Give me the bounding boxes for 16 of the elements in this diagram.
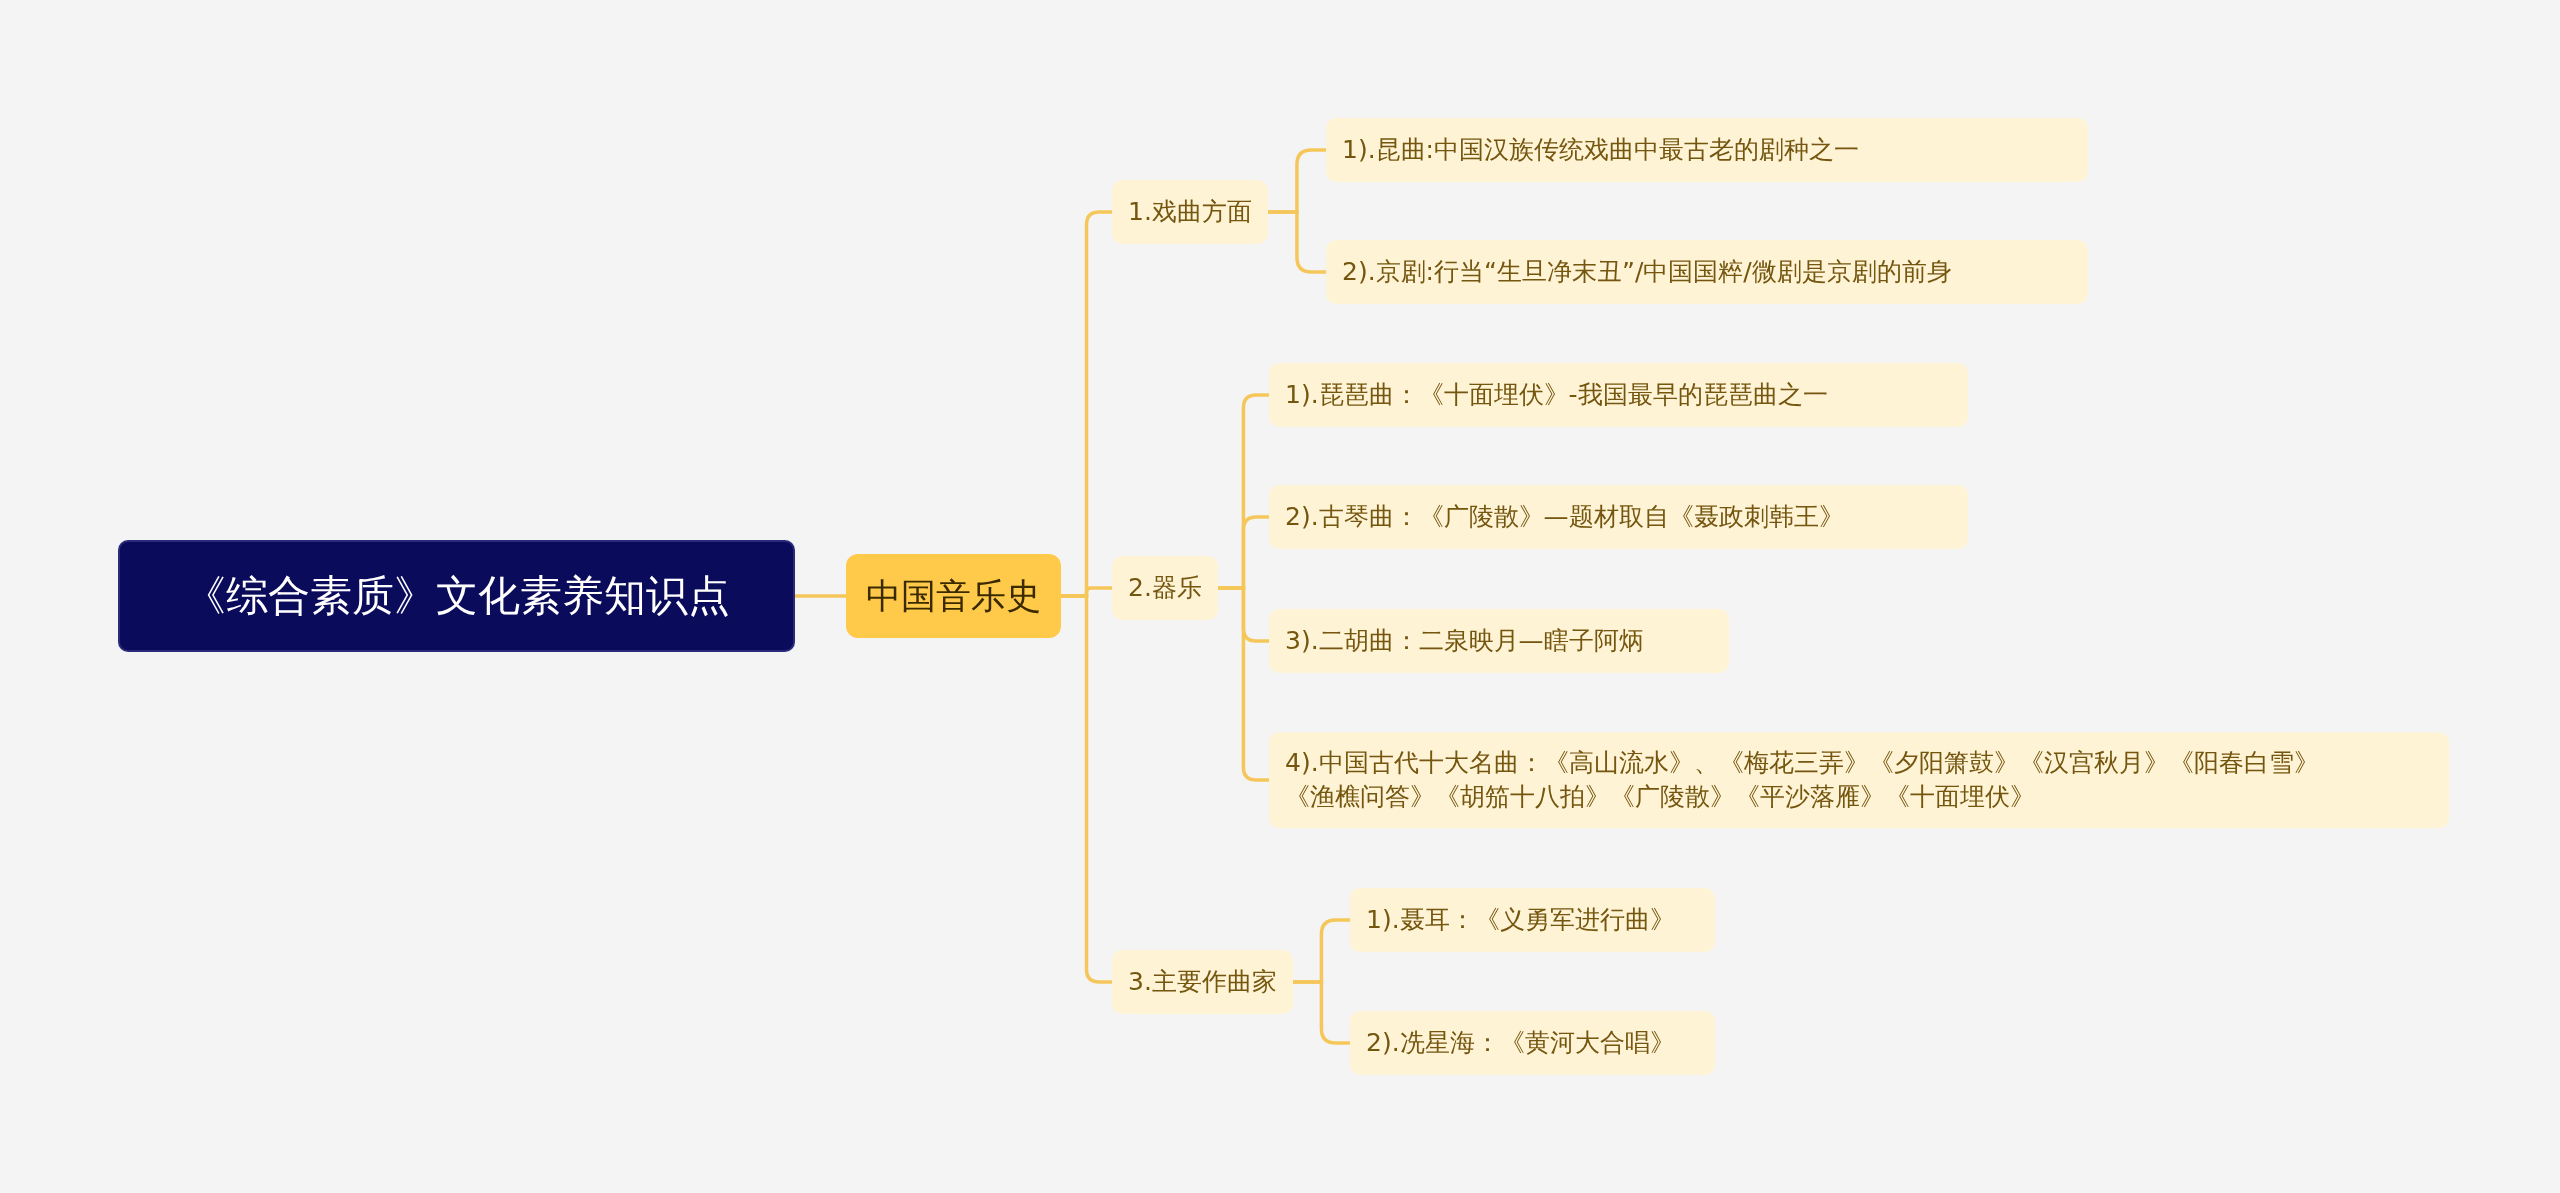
topic-box: 1).聂耳：《义勇军进行曲》 [1350, 888, 1715, 952]
connector-line [1217, 586, 1269, 782]
topic-box: 1).昆曲:中国汉族传统戏曲中最古老的剧种之一 [1326, 118, 2088, 182]
topic-box: 2).京剧:行当“生旦净末丑”/中国国粹/微剧是京剧的前身 [1326, 240, 2088, 304]
topic-box: 4).中国古代十大名曲：《高山流水》、《梅花三弄》《夕阳箫鼓》《汉宫秋月》《阳春白雪》《渔樵问答》《胡笳十八拍》《广陵散》《平沙落雁》《十面埋伏》 [1269, 732, 2449, 828]
topic-box: 2.器乐 [1112, 556, 1218, 620]
topic-box: 2).古琴曲：《广陵散》—题材取自《聂政刺韩王》 [1269, 485, 1968, 549]
root-topic-box: 《综合素质》文化素养知识点 [118, 540, 795, 652]
connector-line [1061, 594, 1112, 984]
main-topic-box: 中国音乐史 [846, 554, 1061, 638]
connector-line [795, 594, 846, 598]
topic-box: 2).冼星海：《黄河大合唱》 [1350, 1011, 1715, 1075]
topic-box: 3).二胡曲：二泉映月—瞎子阿炳 [1269, 609, 1729, 673]
topic-box: 1.戏曲方面 [1112, 180, 1268, 244]
topic-box: 3.主要作曲家 [1112, 950, 1293, 1014]
topic-box: 1).琵琶曲：《十面埋伏》-我国最早的琵琶曲之一 [1269, 363, 1968, 427]
